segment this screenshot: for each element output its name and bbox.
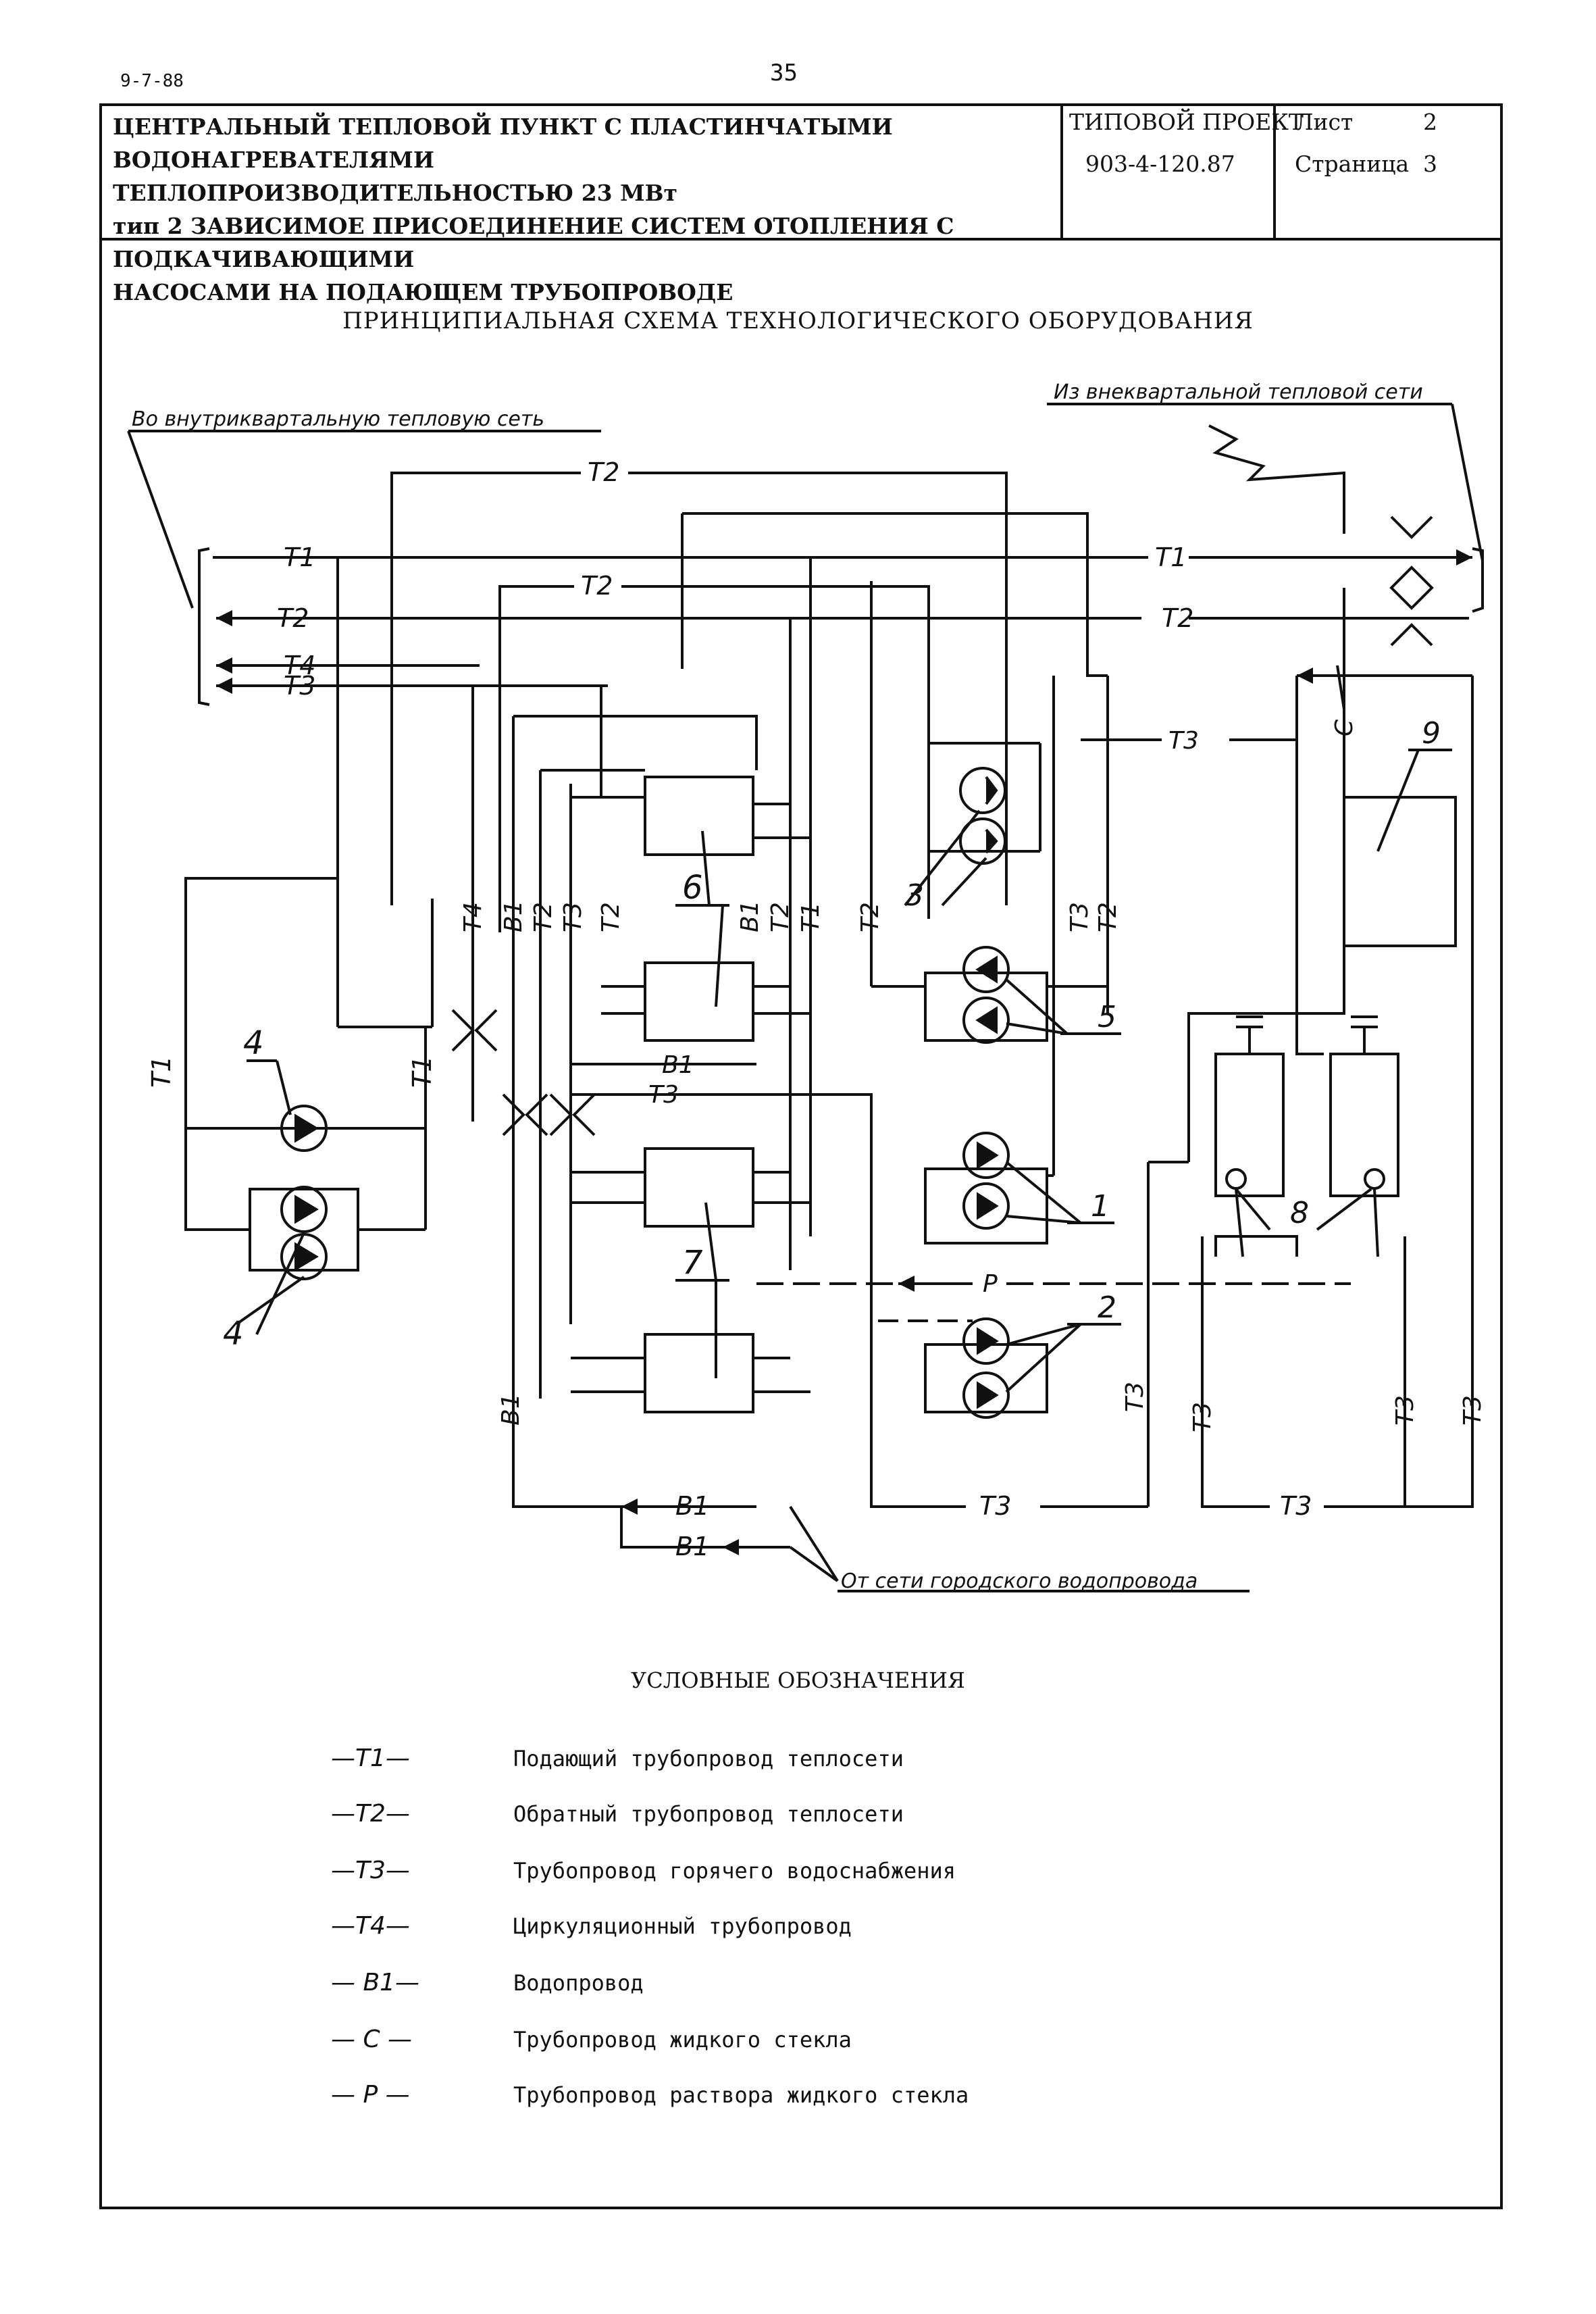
t3-bottom-label-1: T3 — [979, 1491, 1011, 1521]
item-4-top: 4 — [243, 1024, 264, 1062]
item-1: 1 — [1091, 1189, 1110, 1224]
from-network-label: Из внеквартальной тепловой сети — [1054, 380, 1423, 404]
t1-vertical-left: T1 — [147, 1056, 176, 1088]
legend-title: УСЛОВНЫЕ ОБОЗНАЧЕНИЯ — [631, 1667, 965, 1693]
sheet-number: 2 — [1423, 109, 1437, 135]
b1-vertical-bottom: B1 — [497, 1393, 525, 1426]
t3-vertical-4: T3 — [1189, 1402, 1216, 1432]
t3-vertical-6: T3 — [1459, 1395, 1487, 1426]
t1-vertical-3: T1 — [797, 902, 825, 932]
b1-bottom-label-2: B1 — [675, 1532, 709, 1561]
t1-vertical-mid: T1 — [407, 1056, 437, 1088]
title-divider-1 — [1060, 103, 1063, 238]
water-supply-label: От сети городского водопровода — [841, 1569, 1198, 1593]
t4-vertical: T4 — [459, 902, 487, 932]
project-label: ТИПОВОЙ ПРОЕКТ — [1069, 109, 1304, 135]
legend-text-b1: Водопровод — [513, 1970, 644, 1996]
t2-mid-label: T2 — [581, 571, 613, 601]
legend-text-t3: Трубопровод горячего водоснабжения — [513, 1858, 956, 1884]
b1-mid-label: B1 — [662, 1051, 694, 1079]
t2-vertical-5: T2 — [1094, 902, 1122, 932]
t3-vertical-3: T3 — [1121, 1382, 1149, 1412]
legend-symbol-t2: —T2— — [331, 1800, 410, 1828]
title-line-4: НАСОСАМИ НА ПОДАЮЩЕМ ТРУБОПРОВОДЕ — [113, 279, 733, 305]
t2-top-label: T2 — [588, 457, 619, 487]
b1-vertical-1: B1 — [500, 900, 527, 932]
t3-mid-label: T3 — [648, 1081, 679, 1109]
t3-bottom-label-2: T3 — [1280, 1491, 1312, 1521]
title-line-2: ТЕПЛОПРОИЗВОДИТЕЛЬНОСТЬЮ 23 МВт — [113, 180, 678, 206]
legend-symbol-t4: —T4— — [331, 1912, 410, 1940]
item-5: 5 — [1098, 1000, 1116, 1034]
legend-text-t2: Обратный трубопровод теплосети — [513, 1801, 904, 1827]
legend-symbol-p: — P — — [331, 2081, 410, 2109]
legend-symbol-b1: — B1— — [331, 1969, 420, 1996]
page-label: Страница — [1295, 151, 1410, 177]
t3-vertical-1: T3 — [559, 902, 587, 932]
b1-vertical-2: B1 — [736, 900, 764, 932]
drawing-frame — [99, 103, 1503, 2209]
document-title: ЦЕНТРАЛЬНЫЙ ТЕПЛОВОЙ ПУНКТ С ПЛАСТИНЧАТЫ… — [113, 110, 1160, 309]
to-network-label: Во внутриквартальную тепловую сеть — [132, 407, 544, 431]
t3-right-label: T3 — [1168, 727, 1199, 755]
item-9: 9 — [1422, 716, 1441, 751]
t2-vertical-2: T2 — [597, 902, 625, 932]
t1-right-label: T1 — [1155, 543, 1187, 572]
t2-right-label: T2 — [1162, 603, 1193, 633]
title-line-3: тип 2 ЗАВИСИМОЕ ПРИСОЕДИНЕНИЕ СИСТЕМ ОТО… — [113, 213, 954, 272]
t3-vertical-5: T3 — [1391, 1395, 1419, 1426]
t3-left-label: T3 — [284, 671, 315, 701]
t4-left-label: T4 — [284, 651, 315, 680]
sheet-label: Лист — [1295, 109, 1354, 135]
title-block: ЦЕНТРАЛЬНЫЙ ТЕПЛОВОЙ ПУНКТ С ПЛАСТИНЧАТЫ… — [99, 103, 1503, 305]
legend-text-t1: Подающий трубопровод теплосети — [513, 1746, 904, 1771]
t2-vertical-4: T2 — [856, 902, 884, 932]
page-value: 3 — [1423, 151, 1437, 177]
t1-top-label: T1 — [284, 543, 315, 572]
legend-text-p: Трубопровод раствора жидкого стекла — [513, 2082, 969, 2108]
item-2: 2 — [1098, 1290, 1116, 1325]
t2-left-label: T2 — [277, 603, 309, 633]
legend-symbol-t3: —T3— — [331, 1857, 410, 1884]
legend-symbol-t1: —T1— — [331, 1744, 410, 1772]
project-number: 903-4-120.87 — [1085, 151, 1235, 177]
b1-bottom-label-1: B1 — [675, 1491, 709, 1521]
title-line-1: ЦЕНТРАЛЬНЫЙ ТЕПЛОВОЙ ПУНКТ С ПЛАСТИНЧАТЫ… — [113, 114, 893, 173]
legend-symbol-c: — C — — [331, 2026, 413, 2053]
t3-vertical-2: T3 — [1066, 902, 1093, 932]
p-label: P — [983, 1270, 998, 1298]
c-label: C — [1331, 719, 1358, 736]
diagram-title: ПРИНЦИПИАЛЬНАЯ СХЕМА ТЕХНОЛОГИЧЕСКОГО ОБ… — [342, 307, 1254, 334]
item-8: 8 — [1290, 1196, 1309, 1230]
title-divider-2 — [1273, 103, 1276, 238]
item-7: 7 — [682, 1244, 703, 1282]
document-code: 9-7-88 — [120, 71, 184, 91]
legend-text-t4: Циркуляционный трубопровод — [513, 1913, 852, 1939]
legend-text-c: Трубопровод жидкого стекла — [513, 2027, 852, 2053]
item-6: 6 — [682, 869, 703, 907]
t2-vertical-1: T2 — [530, 902, 557, 932]
page-number: 35 — [770, 59, 798, 86]
t2-vertical-3: T2 — [767, 902, 794, 932]
